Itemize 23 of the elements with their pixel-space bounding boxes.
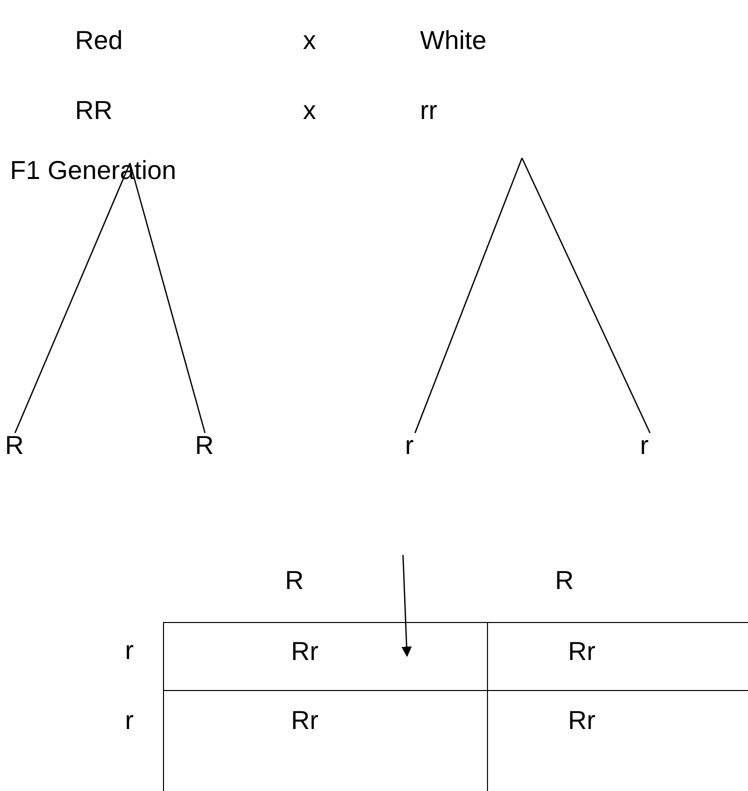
cross-label: x [303,95,316,125]
cross-label: R [555,565,574,595]
cross-label: R [285,565,304,595]
cross-label: White [420,25,486,55]
punnett-cell: Rr [163,691,487,791]
branch-line [14,162,131,434]
cross-label: r [125,635,134,665]
branch-line [521,158,651,434]
cross-label: rr [420,95,438,125]
allele-label: R [195,430,214,460]
cross-label: Red [75,25,123,55]
allele-label: R [5,430,24,460]
punnett-cell: Rr [163,622,487,691]
allele-label: r [405,430,414,460]
branch-line [129,162,206,434]
punnett-cell: Rr [487,622,748,691]
cross-label: RR [75,95,113,125]
punnett-cell: Rr [487,691,748,791]
allele-label: r [640,430,649,460]
cross-label: r [125,705,134,735]
cross-label: x [303,25,316,55]
branch-line [414,158,523,434]
arrow [401,554,412,658]
